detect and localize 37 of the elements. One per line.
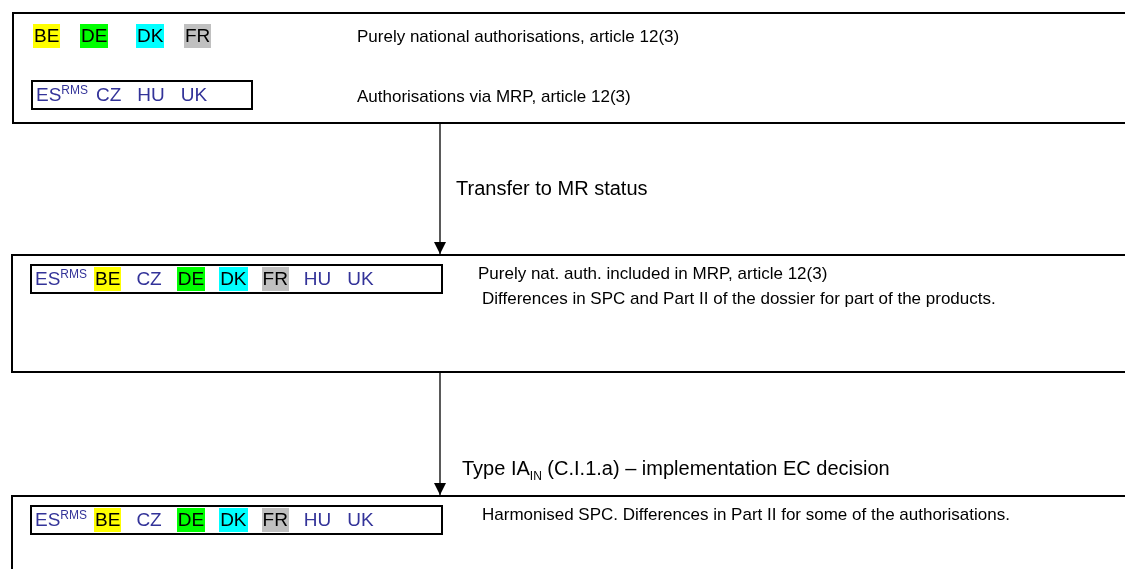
country-code: HU [302, 267, 333, 291]
panel-box [12, 12, 1125, 124]
country-code: BE [94, 508, 122, 532]
description-text: Purely national authorisations, article 12(3) [357, 26, 681, 48]
country-code: UK [179, 83, 209, 107]
country-code: DE [80, 24, 109, 48]
country-code: HU [302, 508, 333, 532]
country-code: DK [219, 508, 248, 532]
country-code: BE [94, 267, 122, 291]
arrow [434, 372, 446, 496]
country-group-box [30, 264, 443, 294]
description-text: Purely nat. auth. included in MRP, article 12(3) [478, 263, 829, 285]
country-code: BE [33, 24, 61, 48]
country-code: CZ [135, 267, 163, 291]
country-code: UK [346, 508, 375, 532]
country-code: DE [176, 267, 206, 291]
country-code: FR [261, 267, 289, 291]
country-group-box [30, 505, 443, 535]
country-code: DK [136, 24, 165, 48]
description-text: Harmonised SPC. Differences in Part II for some of the authorisations. [482, 504, 1011, 526]
country-code: ES$^{RMS}$ [34, 267, 89, 291]
country-code: FR [261, 508, 289, 532]
description-text: Differences in SPC and Part II of the dossier for part of the products. [482, 288, 997, 310]
country-code: ES$^{RMS}$ [35, 83, 90, 107]
panel-box [11, 495, 1125, 569]
country-code: DE [176, 508, 206, 532]
description-text: Authorisations via MRP, article 12(3) [357, 86, 632, 108]
country-code: HU [136, 83, 166, 107]
country-code: ES$^{RMS}$ [34, 508, 89, 532]
country-code: UK [346, 267, 375, 291]
panel-box [11, 254, 1125, 373]
country-group-box [31, 80, 253, 110]
country-code: CZ [95, 83, 123, 107]
country-code: CZ [135, 508, 163, 532]
arrow [434, 123, 446, 255]
country-code: DK [219, 267, 248, 291]
country-code: FR [184, 24, 212, 48]
